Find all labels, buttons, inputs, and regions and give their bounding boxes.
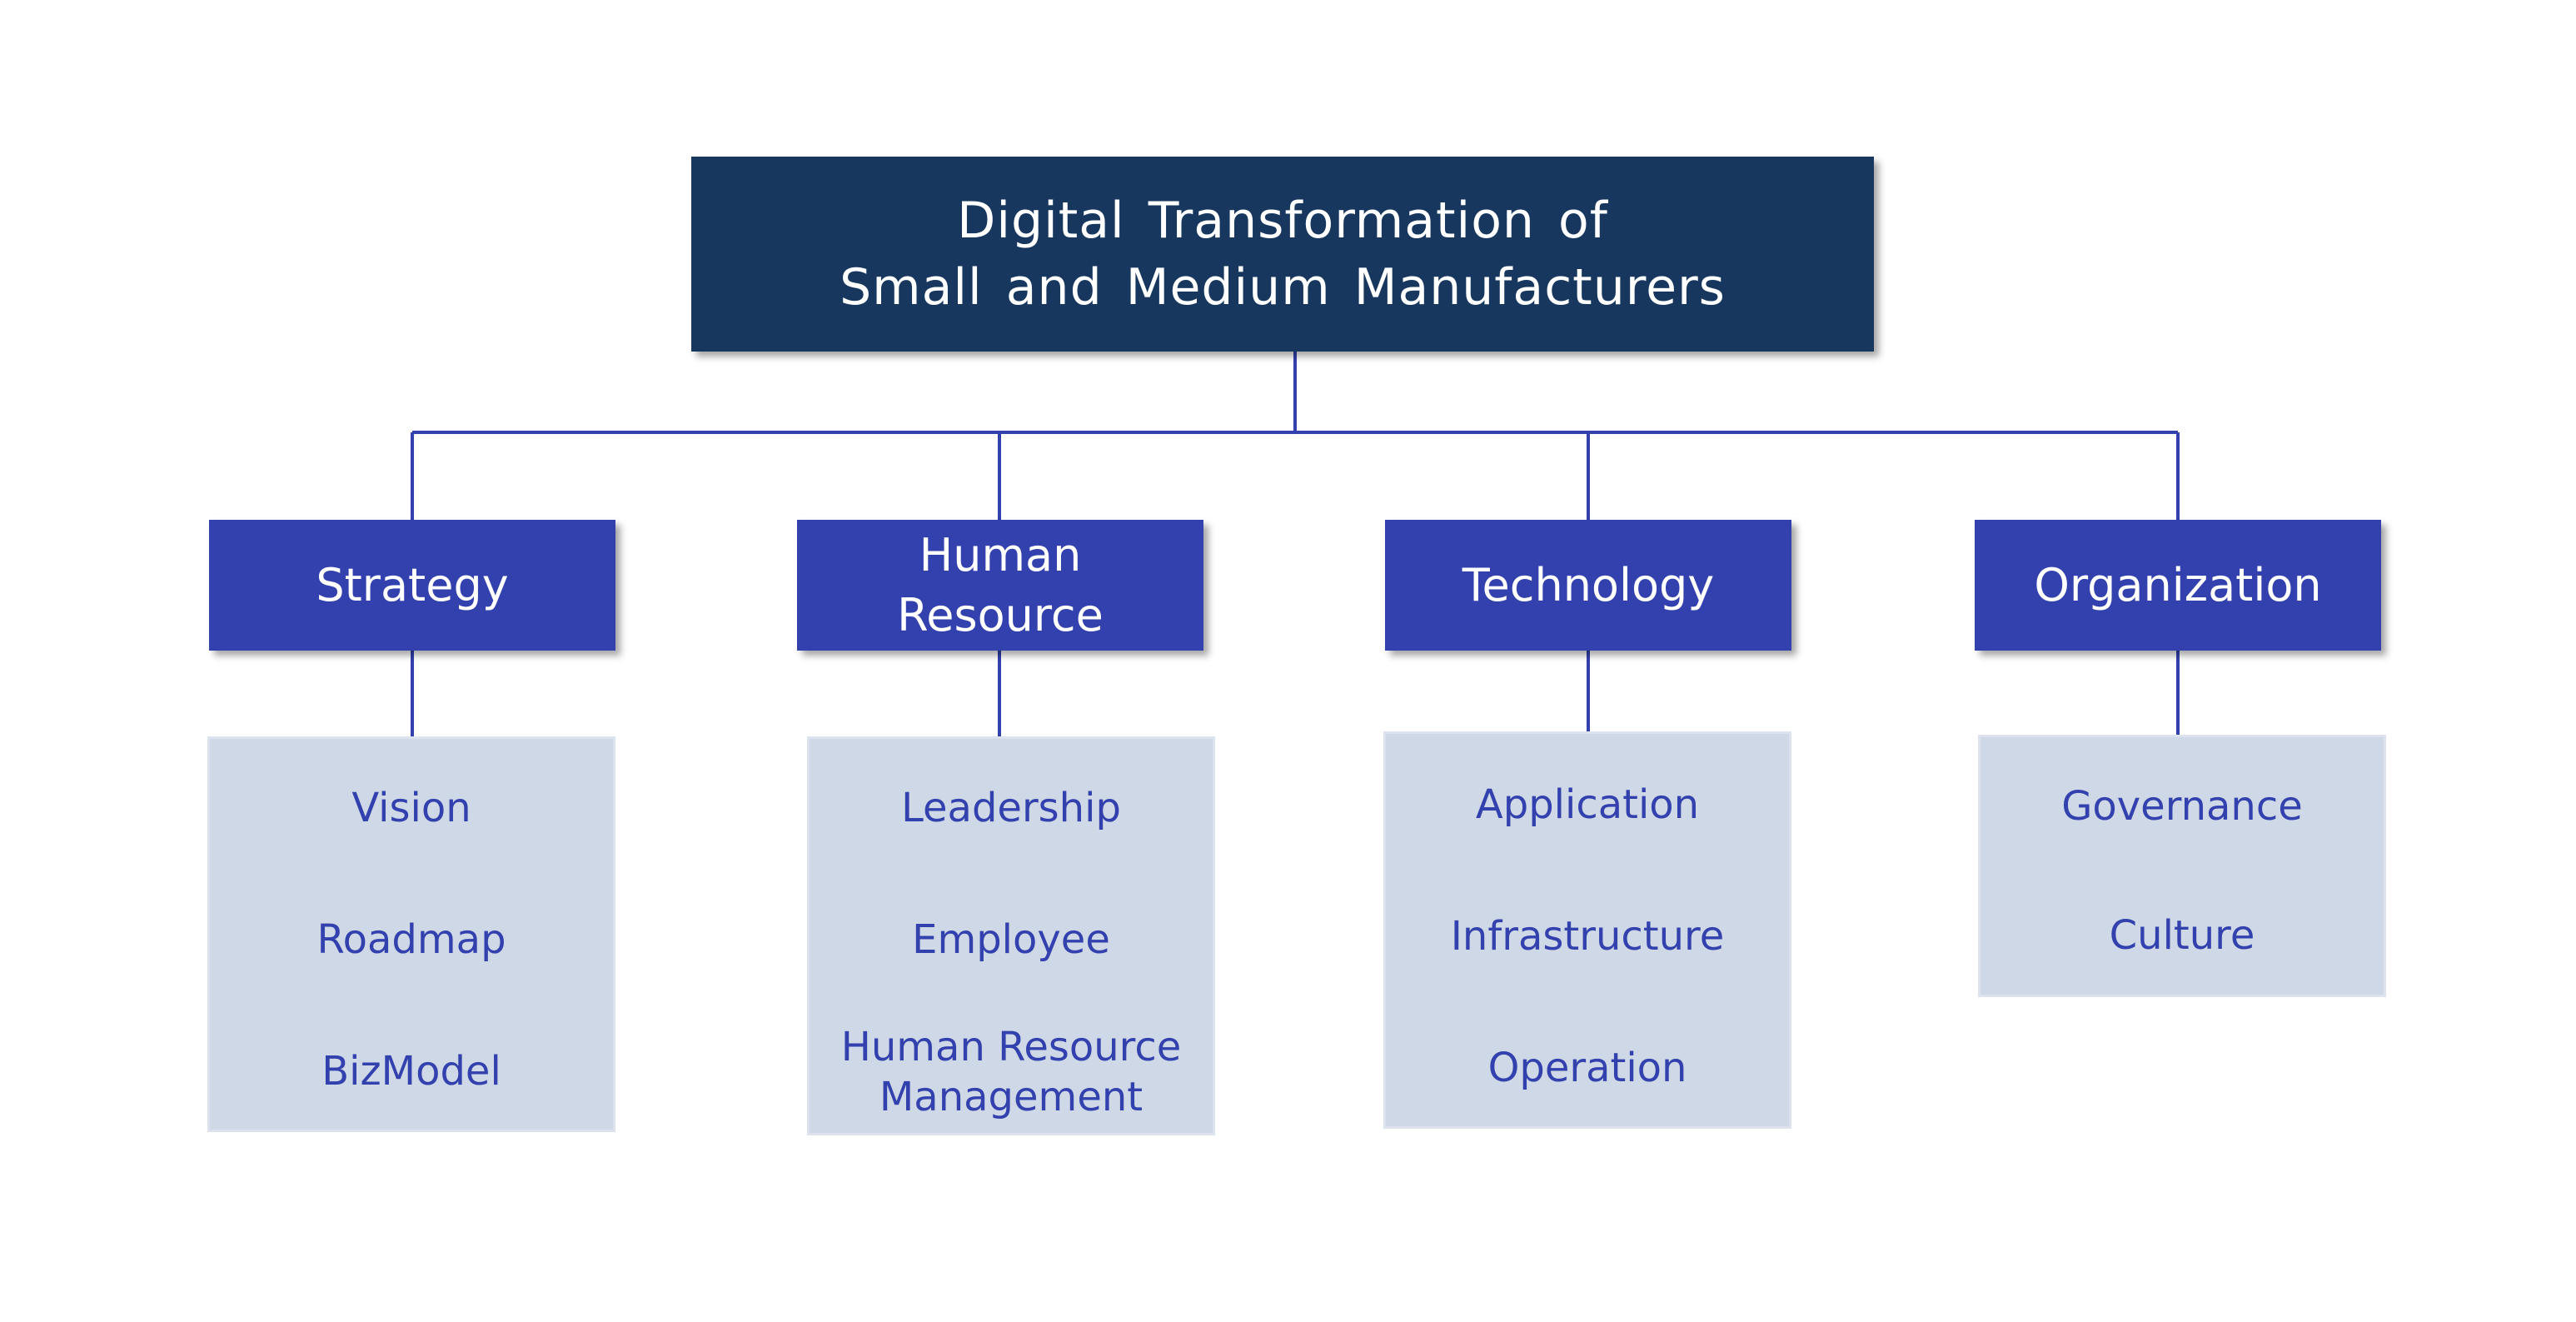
- subitem-human-resource-management-line-2: Management: [879, 1074, 1144, 1120]
- category-label: Strategy: [316, 558, 509, 611]
- subitem-operation: Operation: [1487, 1045, 1687, 1091]
- subitems-organization: Governance Culture: [1978, 735, 2386, 997]
- category-label-line-2: Resource: [897, 588, 1104, 641]
- root-title-line-1: Digital Transformation of: [957, 192, 1608, 250]
- subitem-infrastructure: Infrastructure: [1450, 913, 1725, 960]
- category-organization: Organization: [1975, 520, 2381, 651]
- subitems-technology: Application Infrastructure Operation: [1383, 731, 1791, 1129]
- category-label-line-1: Human: [919, 528, 1082, 581]
- subitem-culture: Culture: [2109, 912, 2255, 959]
- subitem-vision: Vision: [351, 785, 471, 831]
- category-label: Technology: [1462, 558, 1715, 611]
- subitem-bizmodel: BizModel: [321, 1048, 501, 1095]
- category-label: Organization: [2034, 558, 2322, 611]
- root-title-line-2: Small and Medium Manufacturers: [840, 258, 1726, 317]
- subitem-human-resource-management-line-1: Human Resource: [840, 1024, 1182, 1070]
- subitems-strategy: Vision Roadmap BizModel: [207, 736, 615, 1132]
- subitems-human-resource: Leadership Employee Human Resource Manag…: [807, 736, 1215, 1135]
- category-technology: Technology: [1385, 520, 1791, 651]
- category-strategy: Strategy: [209, 520, 615, 651]
- subitem-employee: Employee: [912, 916, 1110, 963]
- root-node: Digital Transformation of Small and Medi…: [691, 157, 1874, 352]
- subitem-leadership: Leadership: [901, 785, 1121, 831]
- subitem-governance: Governance: [2061, 783, 2303, 830]
- subitem-application: Application: [1475, 781, 1700, 828]
- category-human-resource: Human Resource: [797, 520, 1203, 651]
- subitem-roadmap: Roadmap: [316, 916, 506, 963]
